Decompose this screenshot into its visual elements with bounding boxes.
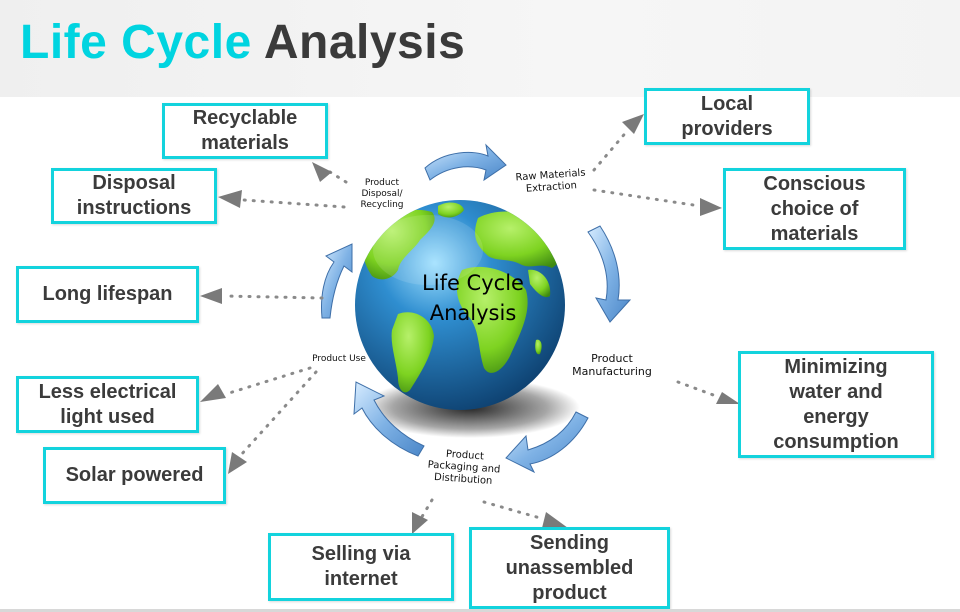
cycle-arrow-bottom-left xyxy=(353,381,425,457)
box-text: Conscious choice of materials xyxy=(763,172,866,245)
slide-header: Life Cycle Analysis xyxy=(0,0,960,97)
arrowhead-solar xyxy=(228,452,247,474)
arrowhead-less-light xyxy=(200,384,226,402)
box-text: Less electrical light used xyxy=(38,380,177,428)
cycle-arrow-left xyxy=(321,243,353,319)
connector-use-solar xyxy=(238,370,318,458)
connector-use-light xyxy=(224,366,312,396)
box-long-lifespan: Long lifespan xyxy=(16,266,199,323)
title-rest: Analysis xyxy=(263,16,466,69)
title-accent: Life Cycle xyxy=(20,16,252,69)
box-text: Solar powered xyxy=(65,464,204,486)
arrowhead-local xyxy=(622,114,644,134)
connector-packaging-sending xyxy=(482,500,542,520)
stage-packaging: Product Packaging and Distribution xyxy=(427,448,501,487)
box-text: Local providers xyxy=(681,92,773,140)
box-text: Disposal instructions xyxy=(76,172,192,219)
connector-disposal-instructions xyxy=(242,198,346,209)
box-less-electrical-light: Less electrical light used xyxy=(16,376,199,433)
arrowhead-recyclable xyxy=(312,162,332,182)
connector-raw-local xyxy=(592,128,630,172)
globe-label: Life Cycle Analysis xyxy=(422,271,524,325)
stage-disposal: Product Disposal/ Recycling xyxy=(360,178,404,210)
slide-bottom-border xyxy=(0,609,960,612)
box-recyclable-materials: Recyclable materials xyxy=(162,103,328,159)
box-text: Selling via internet xyxy=(311,543,411,590)
arrowhead-sending xyxy=(542,512,568,528)
box-solar-powered: Solar powered xyxy=(43,447,226,504)
box-local-providers: Local providers xyxy=(644,88,810,145)
stage-manufacturing: Product Manufacturing xyxy=(572,352,652,378)
connector-disposal-recyclable xyxy=(328,170,348,184)
globe-icon xyxy=(355,200,565,410)
box-minimizing-consumption: Minimizing water and energy consumption xyxy=(738,351,934,458)
box-text: Recyclable materials xyxy=(192,107,298,154)
arrowhead-disposal-instructions xyxy=(218,190,242,208)
arrowhead-minimizing xyxy=(716,392,740,404)
box-disposal-instructions: Disposal instructions xyxy=(51,168,217,224)
stage-use: Product Use xyxy=(312,354,366,364)
box-sending-unassembled: Sending unassembled product xyxy=(469,527,670,609)
box-text: Minimizing water and energy consumption xyxy=(773,355,899,453)
arrowhead-selling xyxy=(412,512,428,534)
cycle-arrow-right xyxy=(587,225,632,323)
cycle-arrow-bottom-right xyxy=(505,411,589,474)
arrowhead-lifespan xyxy=(200,288,222,304)
connector-mfg-minimizing xyxy=(676,380,718,398)
box-selling-via-internet: Selling via internet xyxy=(268,533,454,601)
arrowhead-conscious xyxy=(700,198,722,216)
box-text: Long lifespan xyxy=(42,283,173,305)
box-conscious-choice: Conscious choice of materials xyxy=(723,168,906,250)
connector-packaging-selling xyxy=(418,498,434,522)
cycle-arrow-top xyxy=(424,143,507,182)
connector-raw-conscious xyxy=(592,188,702,208)
slide-title: Life Cycle Analysis xyxy=(20,14,465,72)
connector-use-lifespan xyxy=(222,294,324,300)
box-text: Sending unassembled product xyxy=(505,531,634,604)
